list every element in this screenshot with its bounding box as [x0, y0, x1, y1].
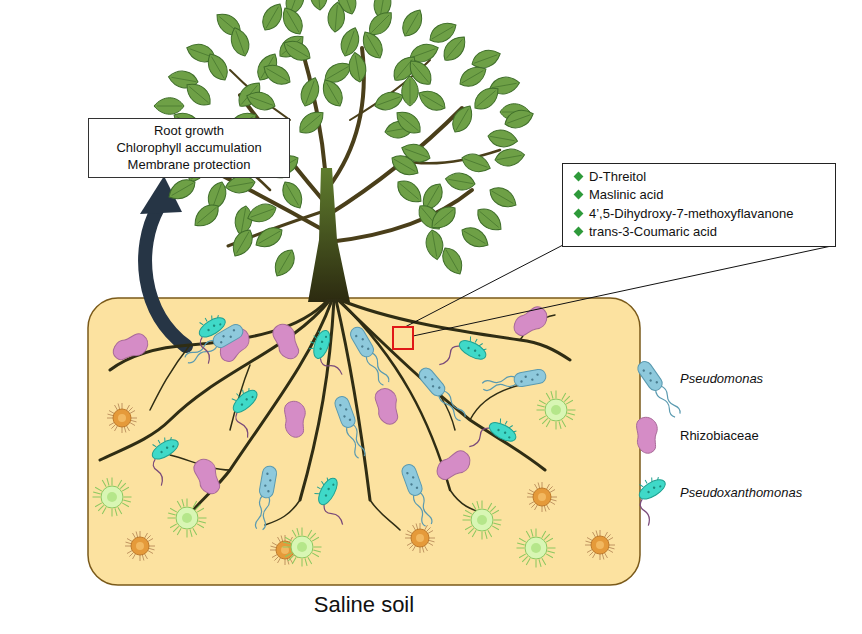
text-row: Membrane protection: [99, 156, 279, 173]
text-row: Chlorophyll accumulation: [99, 139, 279, 156]
bullet-diamond: [574, 227, 584, 237]
metabolite-text: 4’,5-Dihydroxy-7-methoxyflavanone: [589, 206, 793, 221]
text-row: trans-3-Coumaric acid: [575, 223, 825, 241]
text-row: Root growth: [99, 122, 279, 139]
text-row: D-Threitol: [575, 168, 825, 186]
metabolite-text: Maslinic acid: [589, 187, 663, 202]
metabolite-text: D-Threitol: [589, 169, 646, 184]
metabolite-text: trans-3-Coumaric acid: [589, 224, 717, 239]
legend-text: Pseudomonas: [680, 371, 763, 386]
text-row: 4’,5-Dihydroxy-7-methoxyflavanone: [575, 205, 825, 223]
bullet-diamond: [574, 172, 584, 182]
soil-label: Saline soil: [314, 592, 414, 618]
effect-text: Root growth: [154, 123, 224, 138]
legend-text: Pseudoxanthomonas: [680, 485, 802, 500]
legend-text: Rhizobiaceae: [680, 428, 759, 443]
effects-box: Root growthChlorophyll accumulationMembr…: [88, 118, 290, 178]
bullet-diamond: [574, 190, 584, 200]
metabolite-box: D-ThreitolMaslinic acid 4’,5-Dihydroxy-7-…: [562, 163, 836, 247]
effect-text: Membrane protection: [128, 157, 251, 172]
text-row: Maslinic acid: [575, 186, 825, 204]
bullet-diamond: [574, 208, 584, 218]
effect-text: Chlorophyll accumulation: [116, 140, 261, 155]
